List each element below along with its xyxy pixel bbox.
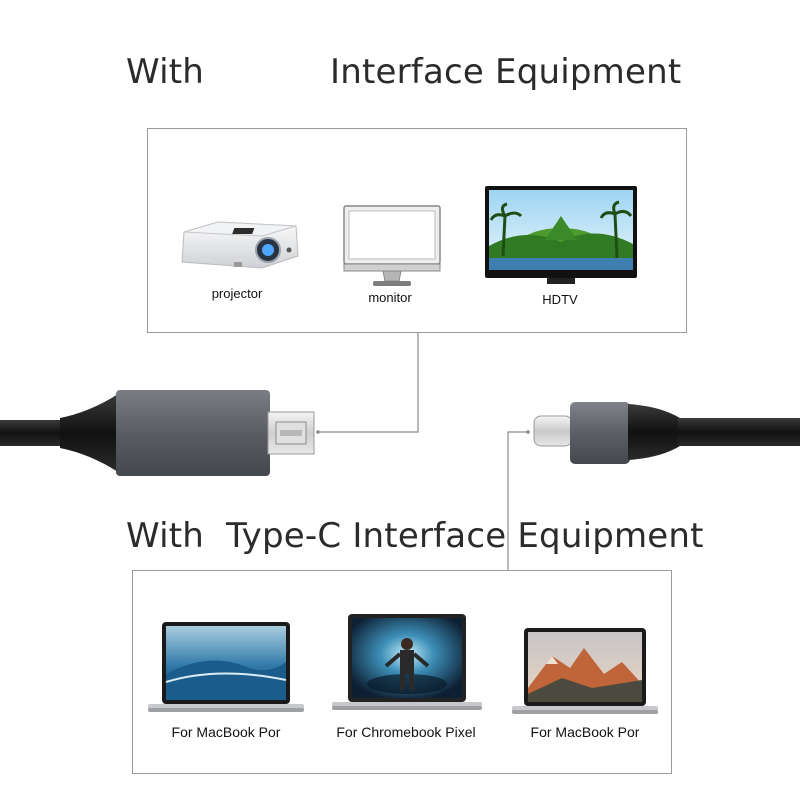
monitor-label: monitor	[368, 290, 412, 305]
macbook-wave-label: For MacBook Por	[171, 724, 281, 740]
hdtv-label: HDTV	[542, 292, 578, 307]
macbook-mountain-icon	[512, 628, 658, 716]
usb-c-cable	[530, 398, 800, 470]
top-heading-left: With	[126, 52, 204, 92]
monitor-icon	[343, 205, 441, 287]
projector-icon	[178, 218, 304, 272]
chromebook-label: For Chromebook Pixel	[336, 724, 476, 740]
projector-label: projector	[211, 286, 263, 301]
bottom-heading: With Type-C Interface Equipment	[126, 516, 704, 556]
top-heading-right: Interface Equipment	[330, 52, 682, 92]
chromebook-icon	[332, 614, 482, 714]
macbook-mountain-label: For MacBook Por	[530, 724, 640, 740]
macbook-wave-icon	[148, 622, 304, 714]
hdmi-cable	[0, 388, 320, 478]
hdtv-icon	[485, 186, 637, 286]
